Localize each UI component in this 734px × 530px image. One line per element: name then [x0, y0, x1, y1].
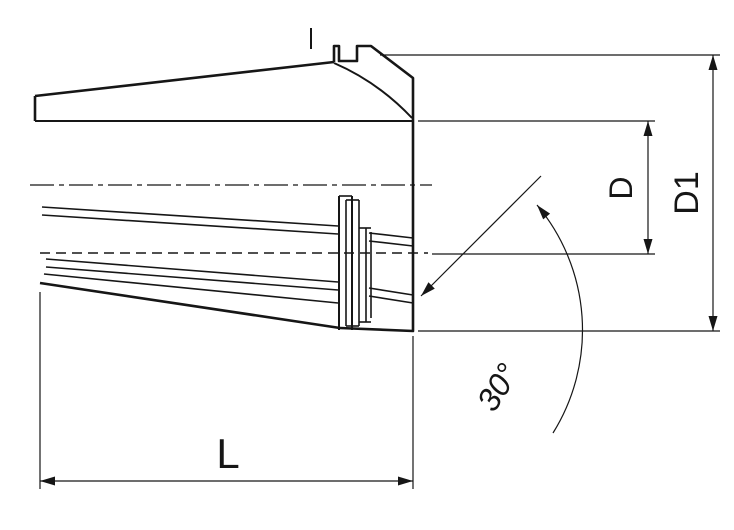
dimension-arrow — [398, 476, 413, 486]
slit-line — [45, 258, 339, 283]
angle-arrow — [421, 282, 435, 296]
taper-top-edge — [34, 60, 335, 98]
slit-line — [368, 232, 414, 239]
l-label: L — [216, 430, 239, 477]
dimension-arrow — [708, 316, 718, 331]
dimension-l: L — [39, 292, 414, 489]
slit-line — [368, 287, 414, 296]
angle-arc — [536, 204, 584, 434]
dimension-arrow — [643, 239, 653, 254]
dimension-d: D — [418, 120, 655, 255]
dimension-arrow — [643, 121, 653, 136]
slit-line — [41, 206, 339, 227]
d1-label: D1 — [668, 171, 706, 214]
dimension-d1: D1 — [380, 54, 720, 332]
axis-lines — [30, 184, 432, 254]
collet-slit-lines — [41, 206, 414, 304]
extraction-groove-lines — [338, 195, 372, 330]
slit-line — [368, 240, 414, 247]
angle-callout: 30° — [420, 175, 584, 434]
slit-line — [368, 295, 414, 304]
angle-leader-line — [420, 175, 542, 297]
slit-line — [43, 273, 339, 304]
rim-notch-outline — [332, 44, 415, 333]
dimension-arrow — [708, 55, 718, 70]
slit-line — [41, 214, 339, 235]
angle-arc-arrow — [537, 205, 551, 220]
taper-bottom-edge — [39, 281, 341, 330]
collet-body-outline — [33, 28, 415, 333]
nose-cone-curve — [333, 62, 413, 119]
slit-line — [45, 266, 339, 291]
d-label: D — [603, 176, 639, 199]
angle-label: 30° — [470, 357, 526, 417]
dimension-arrow — [40, 476, 55, 486]
